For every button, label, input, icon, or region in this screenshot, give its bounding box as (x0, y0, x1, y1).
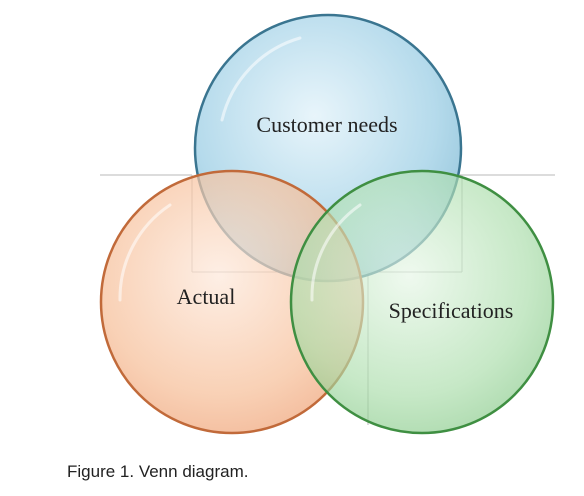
customer-needs-label: Customer needs (256, 112, 397, 137)
specifications-label: Specifications (389, 298, 514, 323)
figure-caption-text: Venn diagram. (138, 462, 249, 481)
figure-caption: Figure 1. Venn diagram. (67, 462, 248, 482)
figure-label: Figure 1. (67, 462, 135, 481)
circle-highlights (118, 36, 362, 302)
actual-label: Actual (177, 284, 236, 309)
venn-diagram: Customer needs Actual Specifications (99, 13, 555, 435)
venn-circles (99, 13, 555, 435)
specifications-circle (289, 169, 555, 435)
